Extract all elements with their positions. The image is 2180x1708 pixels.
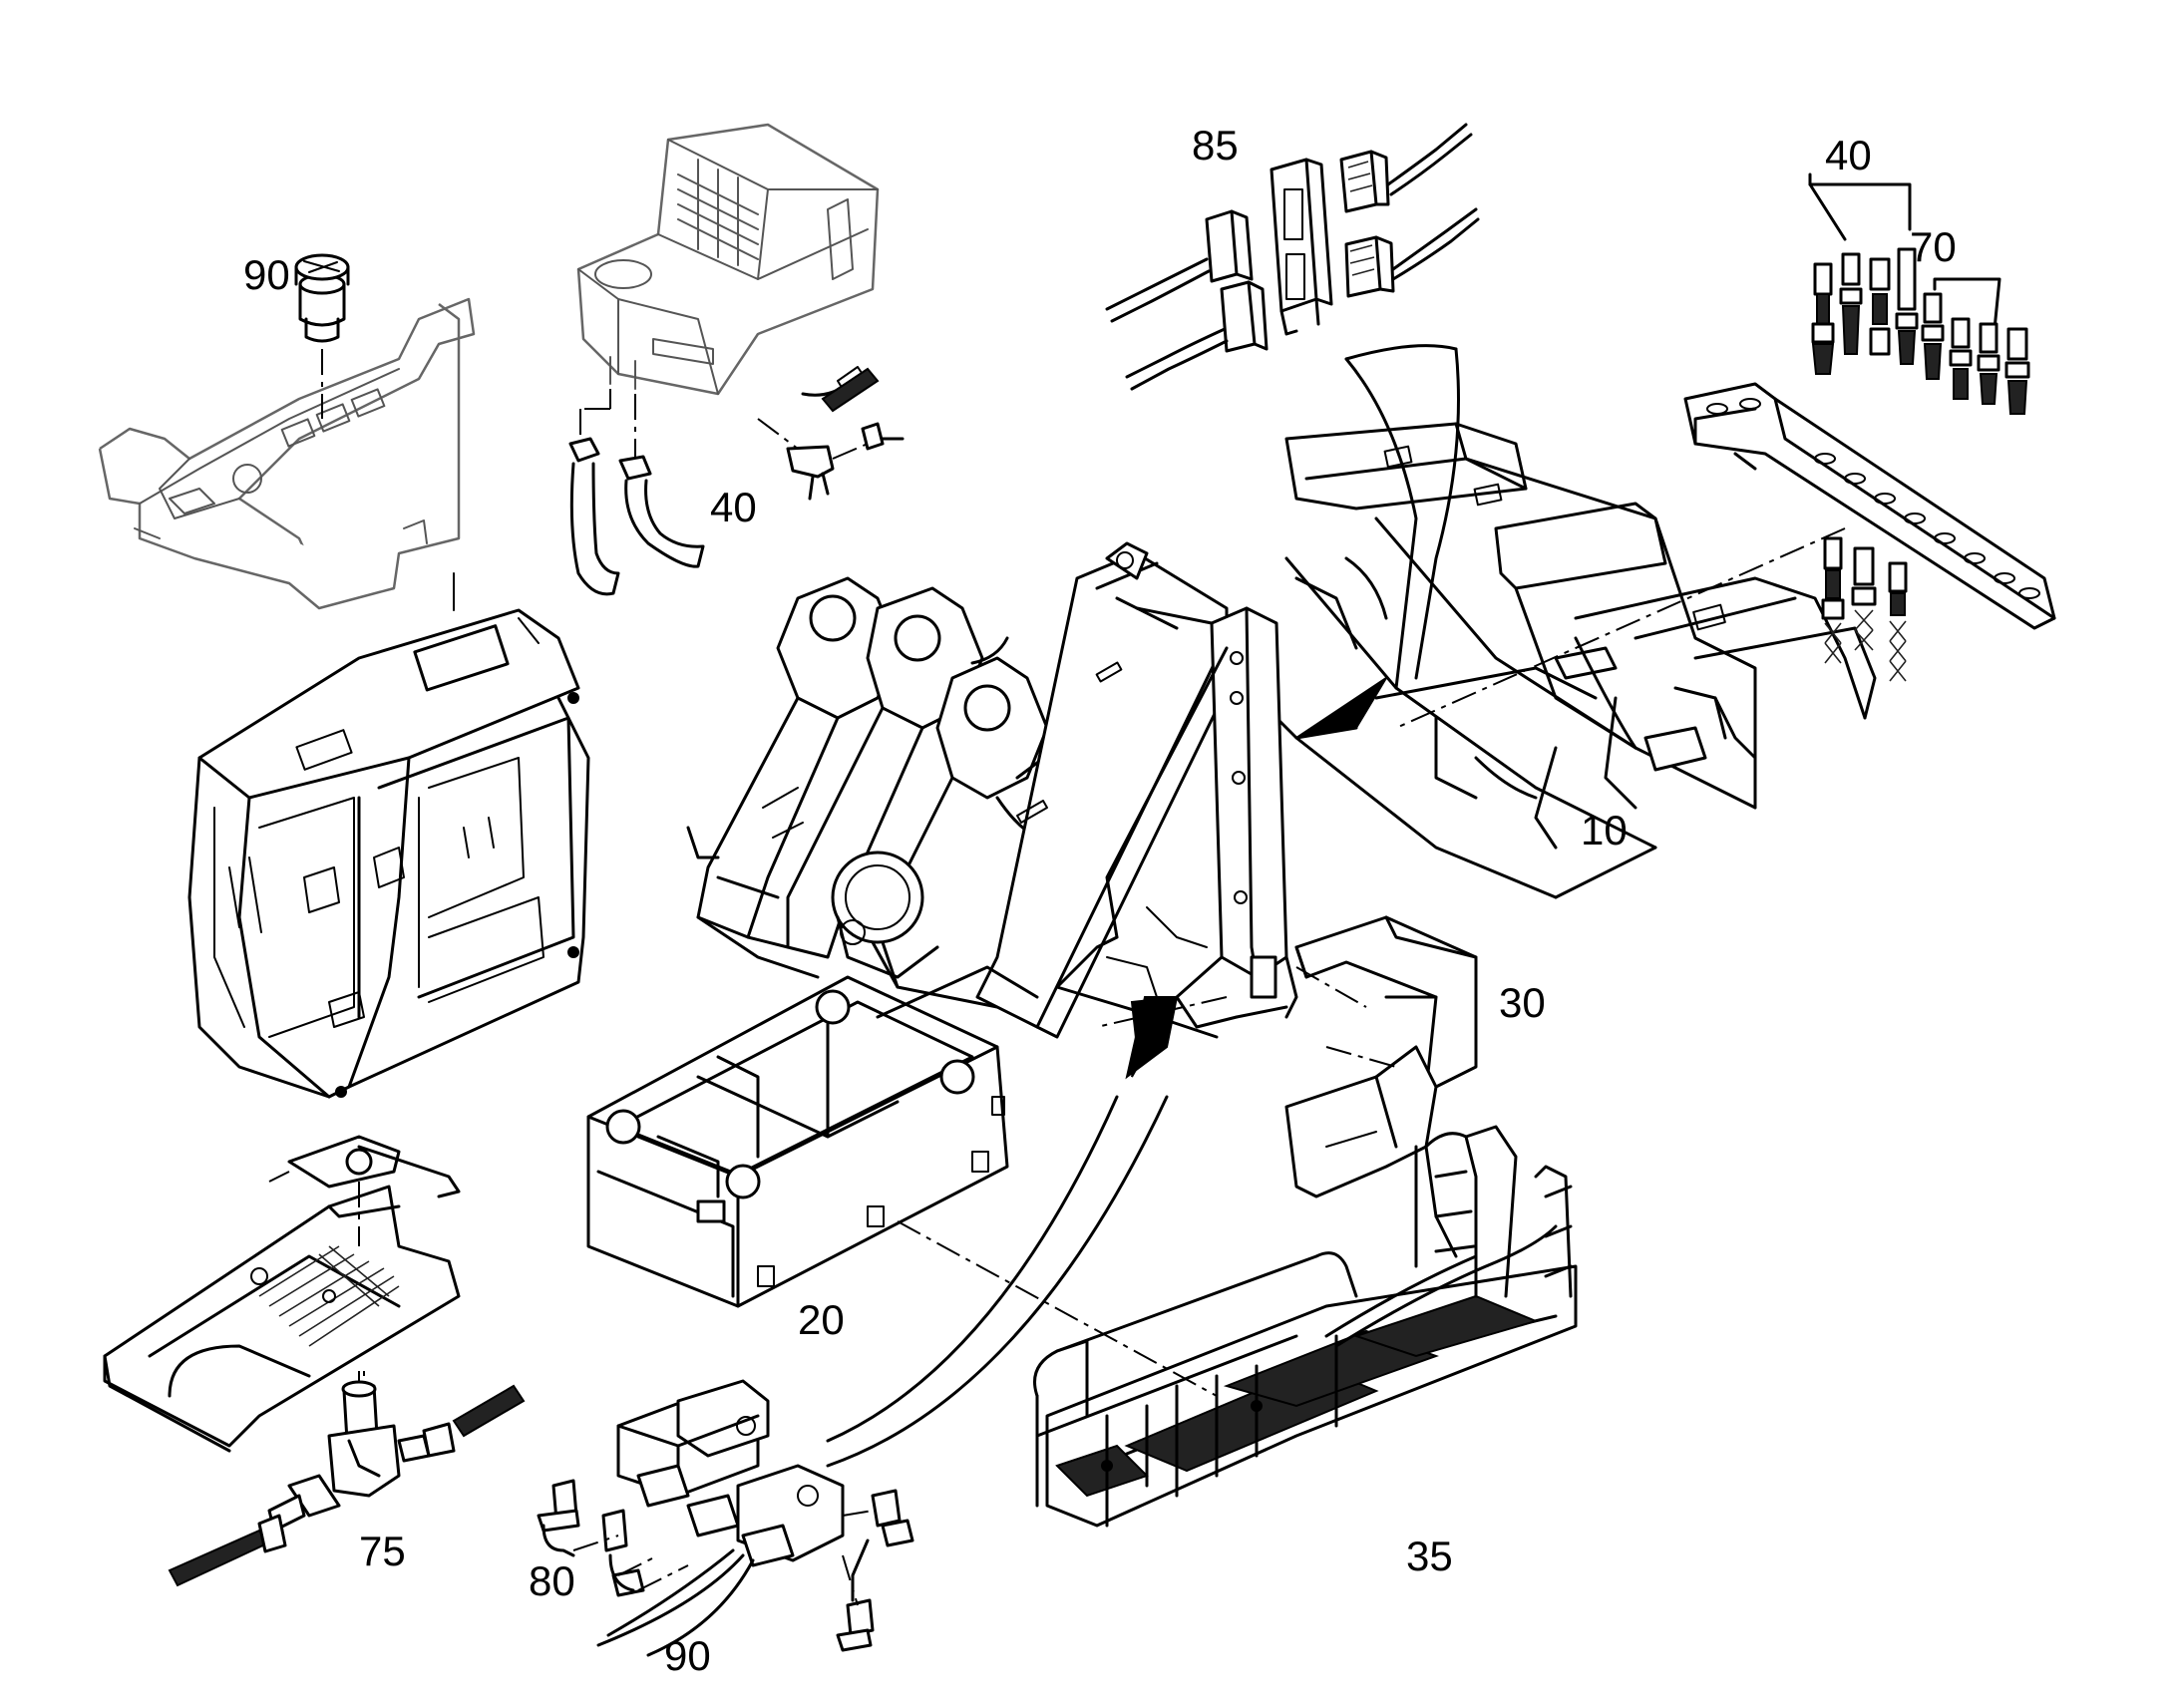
hydraulic-manifold-bar [1395,382,2056,729]
callout-90-top: 90 [243,251,290,298]
electrical-connectors [1105,123,1480,391]
operator-cab [187,572,590,1099]
hydraulic-valve-block [537,1379,914,1657]
callout-35: 35 [1406,1533,1453,1579]
mast-column [1105,606,1298,1029]
boom-arm [975,541,1249,1039]
battery-bracket [1284,915,1478,1198]
callout-75: 75 [359,1528,406,1574]
air-conditioner-unit [576,123,880,396]
control-console [98,297,476,610]
counterweight-box [586,965,1039,1308]
curved-arrow-upper [1294,344,1460,740]
callout-20: 20 [798,1296,845,1343]
callout-30: 30 [1499,979,1546,1026]
upper-frame [1195,422,1877,899]
callout-70: 70 [1910,223,1957,270]
boom-foot [686,576,1099,1009]
callout-10: 10 [1581,807,1628,854]
dash-dot-leaders [897,996,1228,1397]
valve-assembly [168,1371,526,1587]
ac-hoses [568,366,905,596]
work-basket [1033,1125,1578,1528]
callout-85: 85 [1192,122,1239,169]
callout-40-top: 40 [710,484,757,530]
callout-80: 80 [529,1557,575,1604]
manifold-fittings [1808,172,2030,415]
knob-part [294,253,350,419]
callout-90-bottom: 90 [664,1632,711,1679]
callout-40-right: 40 [1825,132,1872,178]
floor-mat [103,1135,461,1453]
manifold-lower-fittings [1821,536,1908,682]
curved-arrow-lower [826,995,1179,1468]
callout-labels: 90 40 85 40 70 10 30 20 75 80 90 35 [243,122,1957,1679]
